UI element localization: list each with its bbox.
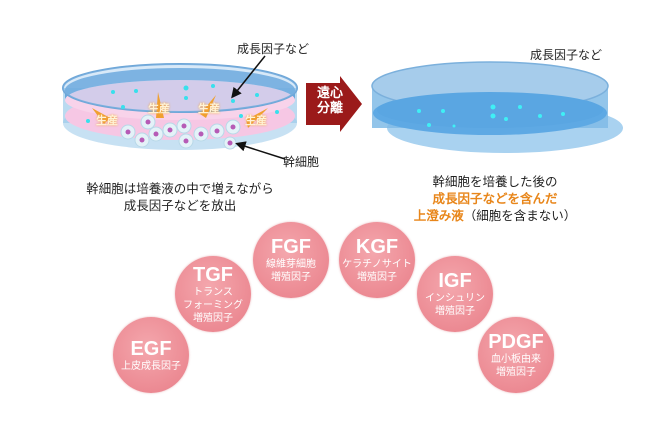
left-caption-line-2: 成長因子などを放出 <box>123 198 237 213</box>
factor-abbr: IGF <box>438 270 472 292</box>
growth-factor-particles <box>86 84 279 123</box>
factor-igf: IGF インシュリン 増殖因子 <box>417 256 493 332</box>
production-label: 生産 <box>148 102 170 115</box>
factor-desc: 血小板由来 <box>491 354 541 365</box>
left-growth-factors-label: 成長因子など <box>237 42 310 56</box>
factor-desc: 増殖因子 <box>357 272 397 283</box>
factor-desc: 増殖因子 <box>193 312 233 324</box>
left-caption-line-1: 幹細胞は培養液の中で増えながら <box>86 181 274 196</box>
factor-abbr: FGF <box>271 236 311 258</box>
factor-desc: 増殖因子 <box>271 272 311 283</box>
factor-kgf: KGF ケラチノサイト 増殖因子 <box>339 222 415 298</box>
factor-desc: 増殖因子 <box>435 306 475 317</box>
factor-desc: 上皮成長因子 <box>121 360 181 372</box>
centrifuge-label: 遠心 分離 <box>310 86 350 116</box>
factor-desc: インシュリン <box>425 293 485 304</box>
centrifuge-label-line-1: 遠心 <box>316 86 343 101</box>
centrifuge-arrow-shape <box>306 76 362 132</box>
factor-tgf: TGF トランス フォーミング 増殖因子 <box>175 256 251 332</box>
factor-desc: フォーミング <box>183 299 243 311</box>
factor-desc: 増殖因子 <box>496 367 536 378</box>
no-cells-note: （細胞を含まない） <box>463 208 577 223</box>
factor-fgf: FGF 線維芽細胞 増殖因子 <box>253 222 329 298</box>
factor-egf: EGF 上皮成長因子 <box>113 317 189 393</box>
centrifuge-label-line-2: 分離 <box>316 101 343 116</box>
right-caption-line-2: 成長因子などを含んだ <box>432 191 558 206</box>
left-caption: 幹細胞は培養液の中で増えながら 成長因子などを放出 <box>60 180 300 214</box>
factor-abbr: EGF <box>130 337 172 360</box>
factor-abbr: TGF <box>193 263 233 286</box>
production-label: 生産 <box>198 102 220 115</box>
stem-cell-label: 幹細胞 <box>283 155 320 169</box>
right-caption: 幹細胞を培養した後の 成長因子などを含んだ 上澄み液（細胞を含まない） <box>390 173 600 224</box>
factor-abbr: KGF <box>355 236 399 258</box>
factor-desc: ケラチノサイト <box>342 259 412 270</box>
left-petri-dish <box>62 63 298 150</box>
factor-abbr: PDGF <box>488 331 544 353</box>
production-label: 生産 <box>245 114 267 127</box>
right-growth-factors-label: 成長因子など <box>530 48 603 62</box>
factor-desc: トランス <box>193 286 233 298</box>
factor-desc: 線維芽細胞 <box>266 259 316 270</box>
production-label: 生産 <box>96 114 118 127</box>
left-pointer-growth-factors <box>231 55 266 99</box>
right-caption-line-1: 幹細胞を培養した後の <box>432 174 558 189</box>
right-petri-dish <box>371 61 623 153</box>
supernatant-label: 上澄み液 <box>413 208 464 223</box>
factor-pdgf: PDGF 血小板由来 増殖因子 <box>478 317 554 393</box>
production-arrows <box>92 92 268 128</box>
pointer-stem-cell <box>235 141 286 160</box>
